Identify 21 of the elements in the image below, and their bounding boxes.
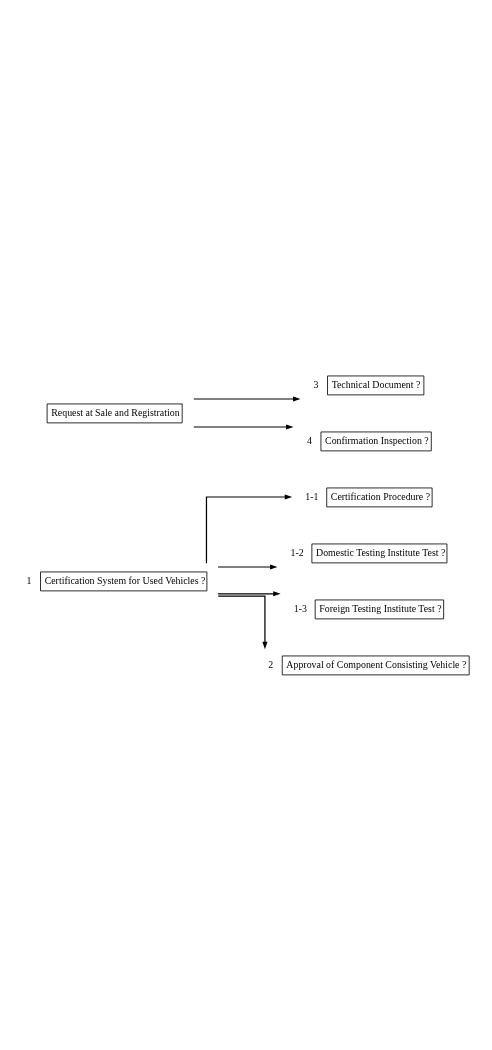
node-box: Confirmation Inspection ? (320, 431, 432, 452)
node-box: Certification System for Used Vehicles ? (40, 571, 208, 592)
node-label: 1-3 (293, 602, 307, 614)
arrow (193, 396, 301, 402)
arrow (217, 591, 281, 597)
node-box: Foreign Testing Institute Test ? (314, 599, 445, 620)
node-label: 2 (268, 658, 274, 670)
node-label: 1-2 (290, 546, 304, 558)
node-box: Certification Procedure ? (326, 487, 433, 508)
node-box: Domestic Testing Institute Test ? (311, 543, 448, 564)
node-box: Technical Document ? (327, 375, 425, 396)
arrow (205, 494, 293, 564)
node-label: 1-1 (305, 490, 319, 502)
node-box: Request at Sale and Registration (46, 403, 183, 424)
arrow (217, 564, 278, 570)
node-label: 4 (306, 434, 312, 446)
node-label: 3 (313, 378, 319, 390)
node-label: 1 (26, 574, 32, 586)
node-box: Approval of Component Consisting Vehicle ? (281, 655, 470, 676)
arrow (217, 595, 268, 650)
arrow (193, 424, 294, 430)
